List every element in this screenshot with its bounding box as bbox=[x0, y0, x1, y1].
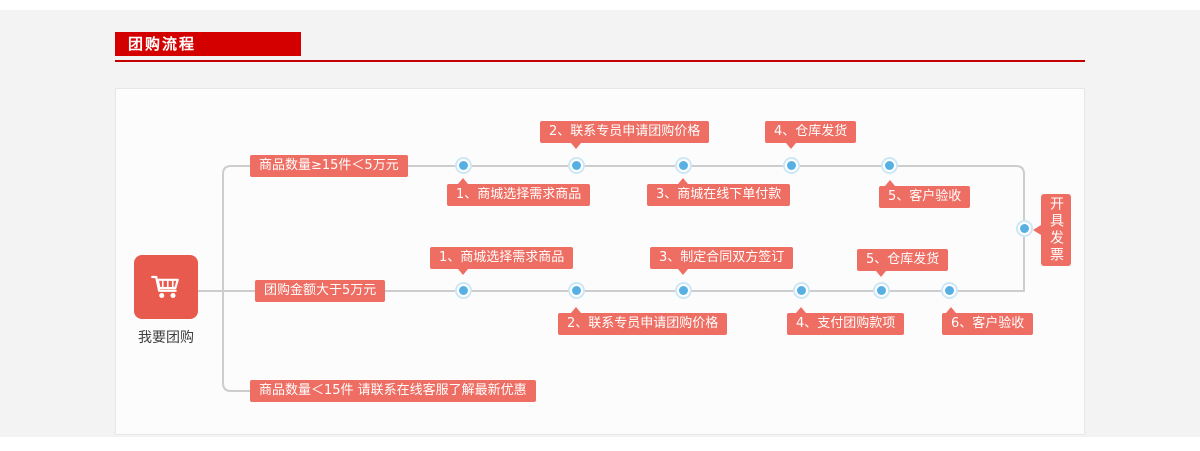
page-title: 团购流程 bbox=[115, 32, 301, 56]
step-dot bbox=[877, 286, 886, 295]
step-bubble: 5、仓库发货 bbox=[857, 249, 949, 277]
step-bubble: 2、联系专员申请团购价格 bbox=[540, 121, 710, 149]
flow-panel: 我要团购 商品数量≥15件＜5万元 团购金额大于5万元 商品数量＜15件 请联系… bbox=[115, 88, 1085, 435]
branch-2-condition: 团购金额大于5万元 bbox=[255, 280, 386, 302]
step-bubble: 2、联系专员申请团购价格 bbox=[558, 307, 728, 335]
step-dot bbox=[572, 161, 581, 170]
shopping-cart-icon bbox=[134, 255, 198, 319]
step-bubble: 1、商城选择需求商品 bbox=[430, 247, 574, 275]
branch-1-condition: 商品数量≥15件＜5万元 bbox=[250, 155, 408, 177]
step-bubble: 4、支付团购款项 bbox=[787, 307, 905, 335]
step-dot bbox=[459, 286, 468, 295]
cart-label: 我要团购 bbox=[138, 330, 194, 346]
step-dot bbox=[459, 161, 468, 170]
step-bubble: 4、仓库发货 bbox=[765, 121, 857, 149]
step-dot bbox=[572, 286, 581, 295]
step-dot bbox=[885, 161, 894, 170]
cart-glyph bbox=[151, 275, 179, 298]
step-dot bbox=[797, 286, 806, 295]
step-dot bbox=[945, 286, 954, 295]
step-bubble: 1、商城选择需求商品 bbox=[447, 178, 591, 206]
invoice-label: 开具发票 bbox=[1033, 194, 1071, 266]
step-bubble: 3、商城在线下单付款 bbox=[647, 178, 791, 206]
step-dot bbox=[679, 161, 688, 170]
step-dot bbox=[679, 286, 688, 295]
merge-dot bbox=[1020, 224, 1029, 233]
step-bubble: 3、制定合同双方签订 bbox=[650, 247, 794, 275]
branch-3-condition: 商品数量＜15件 请联系在线客服了解最新优惠 bbox=[250, 380, 536, 402]
title-divider bbox=[115, 60, 1085, 62]
step-dot bbox=[787, 161, 796, 170]
step-bubble: 5、客户验收 bbox=[879, 180, 971, 208]
step-bubble: 6、客户验收 bbox=[942, 307, 1034, 335]
